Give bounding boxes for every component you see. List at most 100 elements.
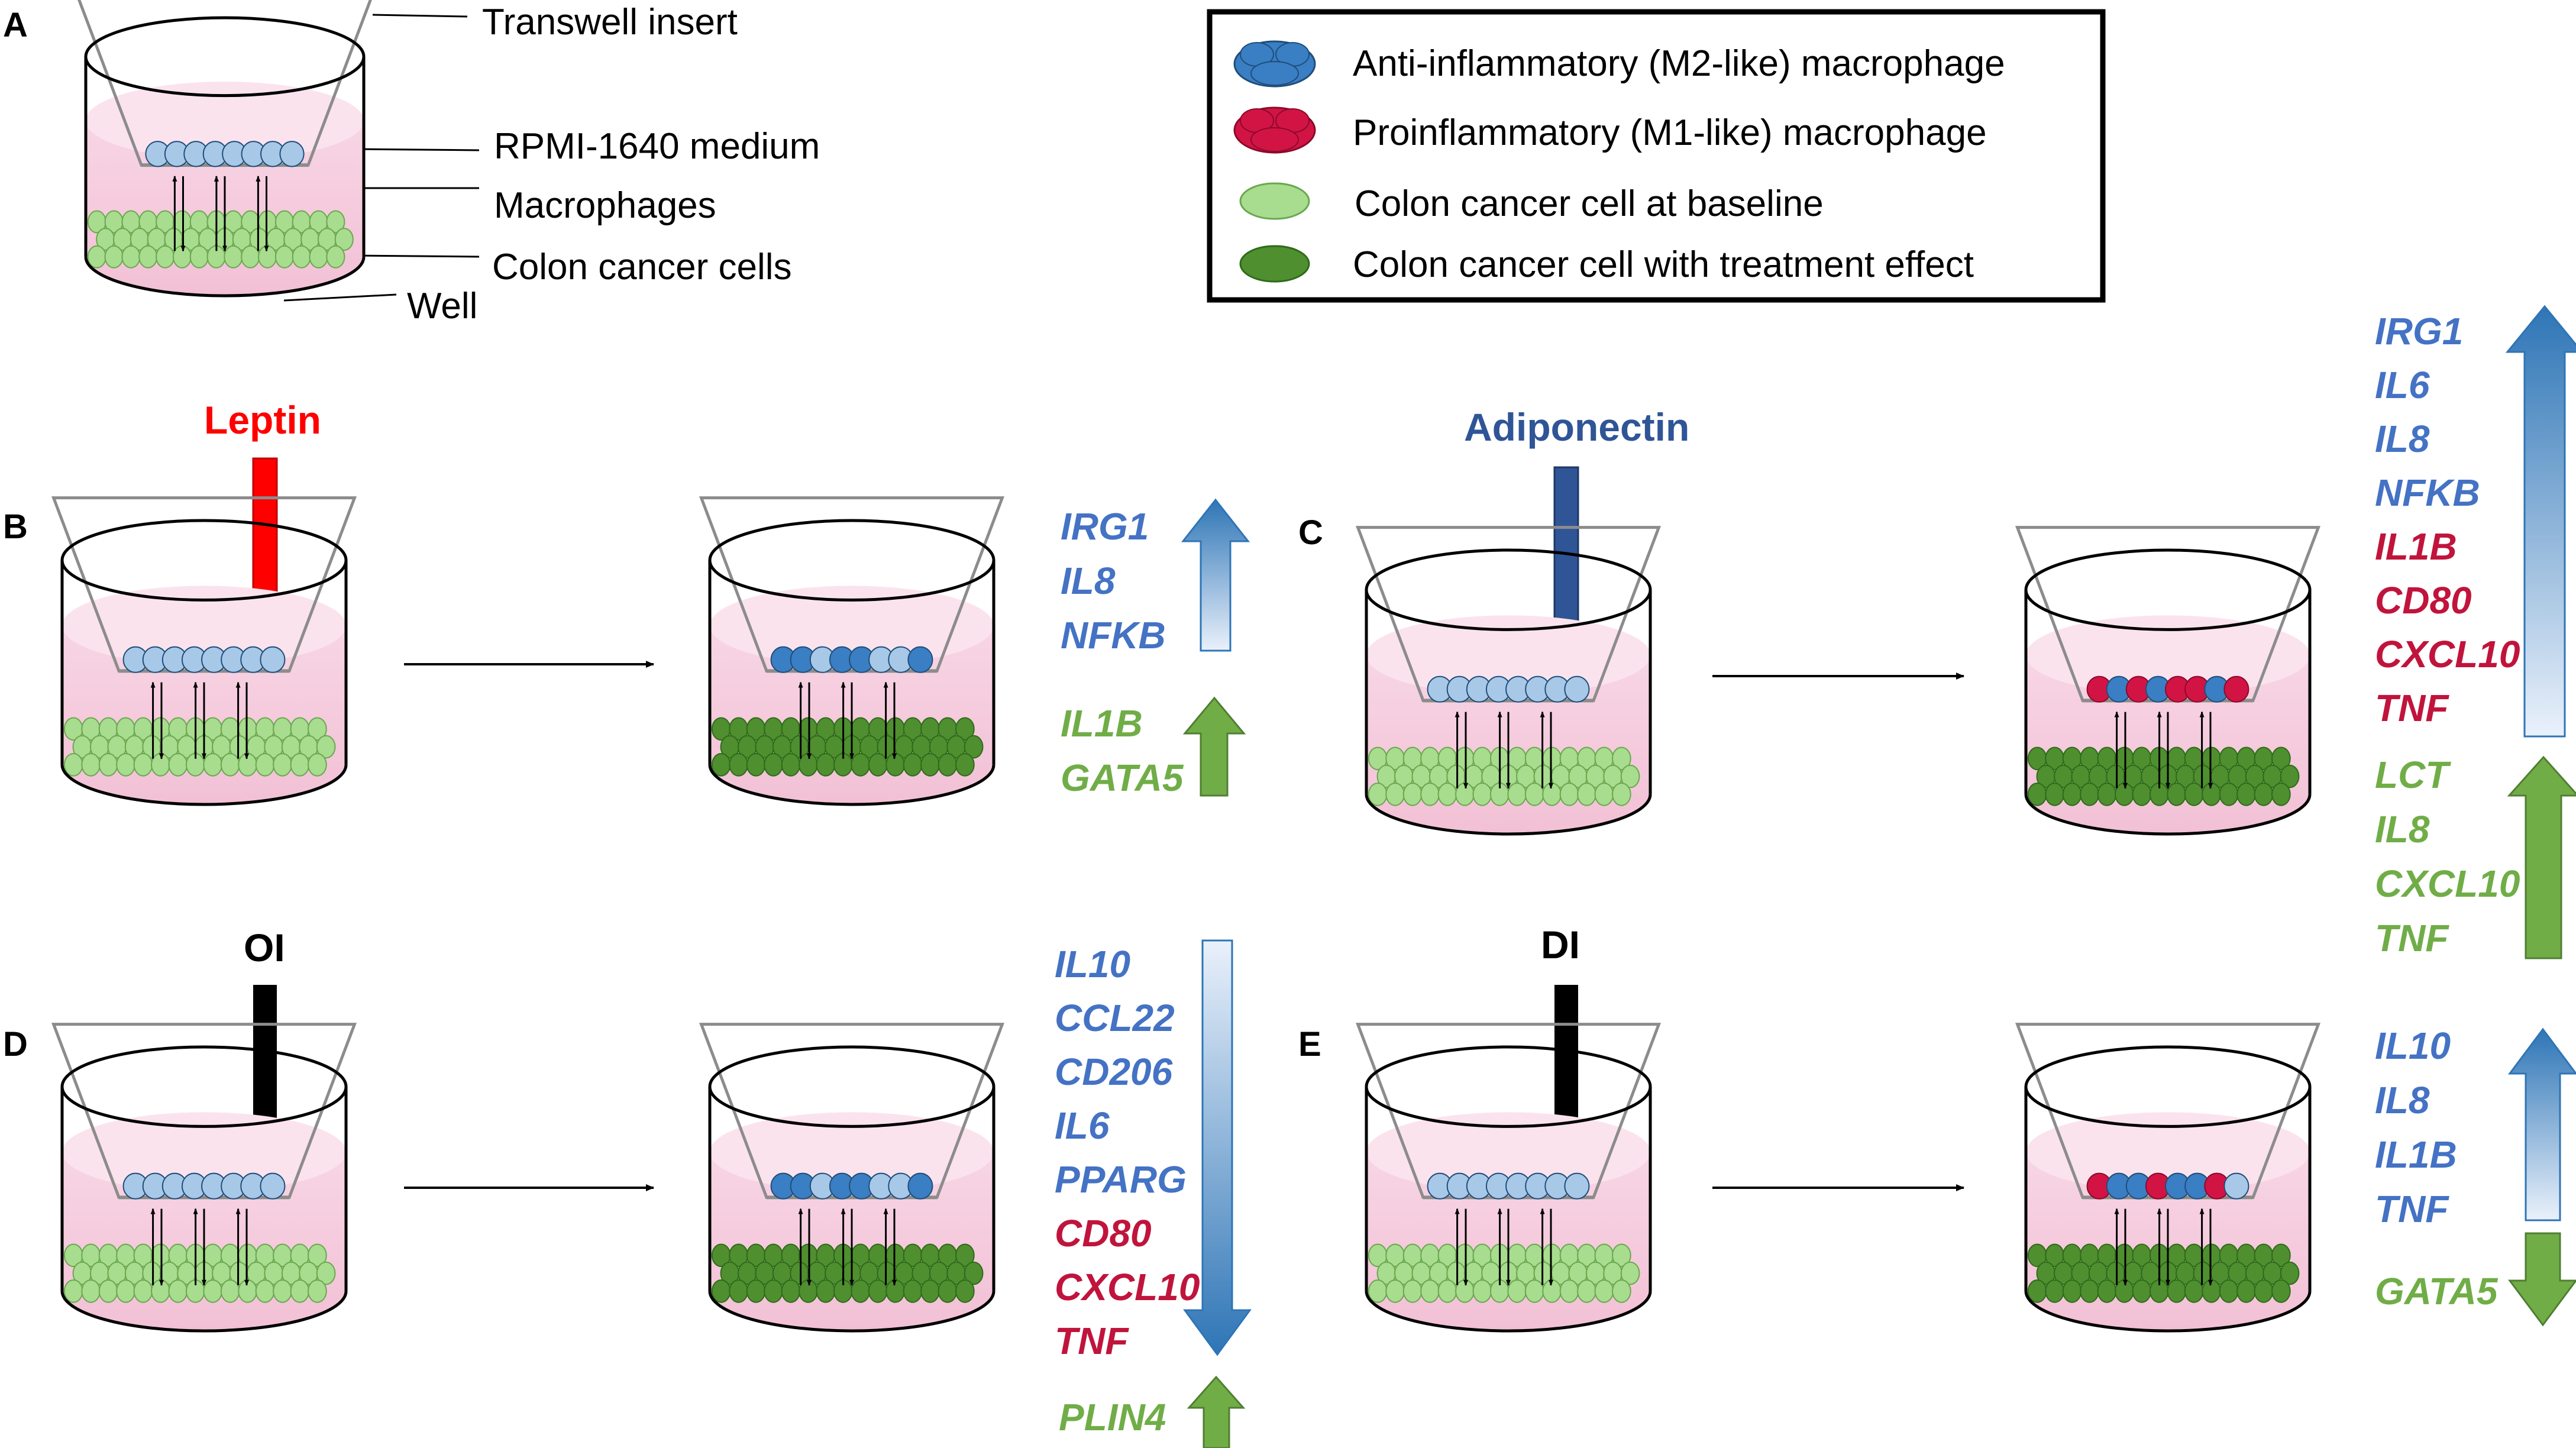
- colon-cell: [816, 752, 836, 777]
- colon-cell: [2280, 1261, 2300, 1285]
- macrophage-cell: [907, 1172, 933, 1200]
- colon-cell: [2184, 782, 2204, 806]
- gene-c_up_colon-3: TNF: [2375, 917, 2449, 959]
- legend-box: [1207, 9, 2106, 303]
- colon-cell: [98, 752, 118, 777]
- macrophage-cell: [260, 646, 286, 673]
- gene-c_up_macro-1: IL6: [2375, 364, 2430, 406]
- macrophage-cell: [279, 141, 305, 167]
- colon-cell: [1385, 1279, 1405, 1303]
- colon-cell: [273, 1279, 292, 1303]
- panel-label-c: C: [1298, 513, 1323, 552]
- gene-b_up_macro-0: IRG1: [1061, 505, 1149, 548]
- colon-cell: [1594, 782, 1614, 806]
- legend-m2-icon: [1233, 40, 1316, 88]
- gene-c_up_macro-7: TNF: [2375, 687, 2449, 729]
- colon-cell: [1612, 746, 1631, 771]
- colon-cell: [81, 1279, 101, 1303]
- colon-cell: [258, 245, 277, 269]
- well-c-after: [2015, 526, 2321, 836]
- colon-cell: [189, 245, 209, 269]
- colon-cell: [1612, 1279, 1631, 1303]
- colon-cell: [1612, 782, 1631, 806]
- gene-c_up_colon-1: IL8: [2375, 808, 2430, 851]
- transwell-diagrams: [51, 0, 2321, 1333]
- colon-cell: [938, 1279, 958, 1303]
- colon-cell: [308, 1279, 327, 1303]
- colon-cell: [2097, 782, 2117, 806]
- panel-label-a: A: [3, 6, 28, 44]
- legend-colon-base-label: Colon cancer cell at baseline: [1355, 183, 1824, 224]
- gene-d_down_macro-6: CXCL10: [1055, 1266, 1200, 1308]
- colon-cell: [729, 1279, 749, 1303]
- colon-cell: [168, 752, 188, 777]
- colon-cell: [2184, 1279, 2204, 1303]
- gene-d_down_macro-2: CD206: [1055, 1051, 1173, 1093]
- colon-cell: [220, 1279, 240, 1303]
- colon-cell: [168, 1279, 188, 1303]
- colon-cell: [1612, 1243, 1631, 1268]
- panel-label-d: D: [3, 1025, 28, 1064]
- macrophage-cell: [2223, 675, 2249, 703]
- colon-cell: [308, 1243, 327, 1268]
- colon-cell: [1620, 1261, 1640, 1285]
- gene-e_up_macro-2: IL1B: [2375, 1133, 2457, 1176]
- legend-colon-base-icon: [1239, 182, 1310, 220]
- colon-cell: [2254, 782, 2274, 806]
- gene-c_up_macro-4: IL1B: [2375, 525, 2457, 568]
- colon-cell: [2132, 782, 2152, 806]
- gene-d_up_colon-0: PLIN4: [1059, 1396, 1166, 1439]
- gene-c_up_macro-5: CD80: [2375, 579, 2472, 622]
- colon-cell: [2115, 782, 2134, 806]
- colon-cell: [2236, 782, 2256, 806]
- colon-cell: [2271, 1243, 2291, 1268]
- colon-cell: [799, 1279, 818, 1303]
- macrophage-cell: [1564, 1172, 1590, 1200]
- colon-cell: [764, 1279, 783, 1303]
- colon-cell: [920, 752, 940, 777]
- macrophage-cell: [1564, 675, 1590, 703]
- colon-cell: [1507, 782, 1527, 806]
- colon-cell: [1542, 1279, 1562, 1303]
- colon-cell: [292, 245, 311, 269]
- colon-cell: [116, 752, 135, 777]
- colon-cell: [308, 752, 327, 777]
- colon-cell: [1524, 1279, 1544, 1303]
- legend: Anti-inflammatory (M2-like) macrophage P…: [1207, 9, 2106, 303]
- legend-colon-treated-icon: [1239, 245, 1310, 283]
- legend-m1-icon: [1233, 106, 1316, 154]
- label-well: Well: [407, 286, 477, 327]
- macrophage-cell: [2223, 1172, 2249, 1200]
- colon-cell: [2027, 782, 2047, 806]
- colon-cell: [1455, 782, 1475, 806]
- panel-label-e: E: [1298, 1025, 1321, 1064]
- gene-d_down_macro-5: CD80: [1055, 1212, 1152, 1255]
- gene-c_up_macro-2: IL8: [2375, 418, 2430, 460]
- colon-cell: [2097, 1279, 2117, 1303]
- colon-cell: [781, 1279, 801, 1303]
- label-transwell-insert: Transwell insert: [482, 2, 738, 43]
- colon-cell: [746, 752, 766, 777]
- colon-cell: [326, 210, 345, 234]
- gene-b_up_macro-1: IL8: [1061, 560, 1116, 602]
- gene-e_up_macro-3: TNF: [2375, 1188, 2449, 1230]
- well-b-after: [699, 496, 1005, 806]
- colon-cell: [1402, 782, 1423, 806]
- colon-cell: [764, 752, 783, 777]
- well-e-after: [2015, 1023, 2321, 1333]
- colon-cell: [2219, 782, 2239, 806]
- well-b-before: [51, 496, 357, 806]
- colon-cell: [290, 752, 310, 777]
- colon-cell: [1542, 782, 1562, 806]
- colon-cell: [2202, 1279, 2221, 1303]
- colon-cell: [81, 752, 101, 777]
- colon-cell: [781, 752, 801, 777]
- colon-cell: [255, 1279, 275, 1303]
- di-arrow: [1541, 985, 1591, 1177]
- d-macro-down-arrow: [1183, 939, 1252, 1356]
- colon-cell: [224, 245, 243, 269]
- colon-cell: [2062, 1279, 2082, 1303]
- colon-cell: [1524, 782, 1544, 806]
- colon-cell: [1420, 782, 1440, 806]
- colon-cell: [746, 1279, 766, 1303]
